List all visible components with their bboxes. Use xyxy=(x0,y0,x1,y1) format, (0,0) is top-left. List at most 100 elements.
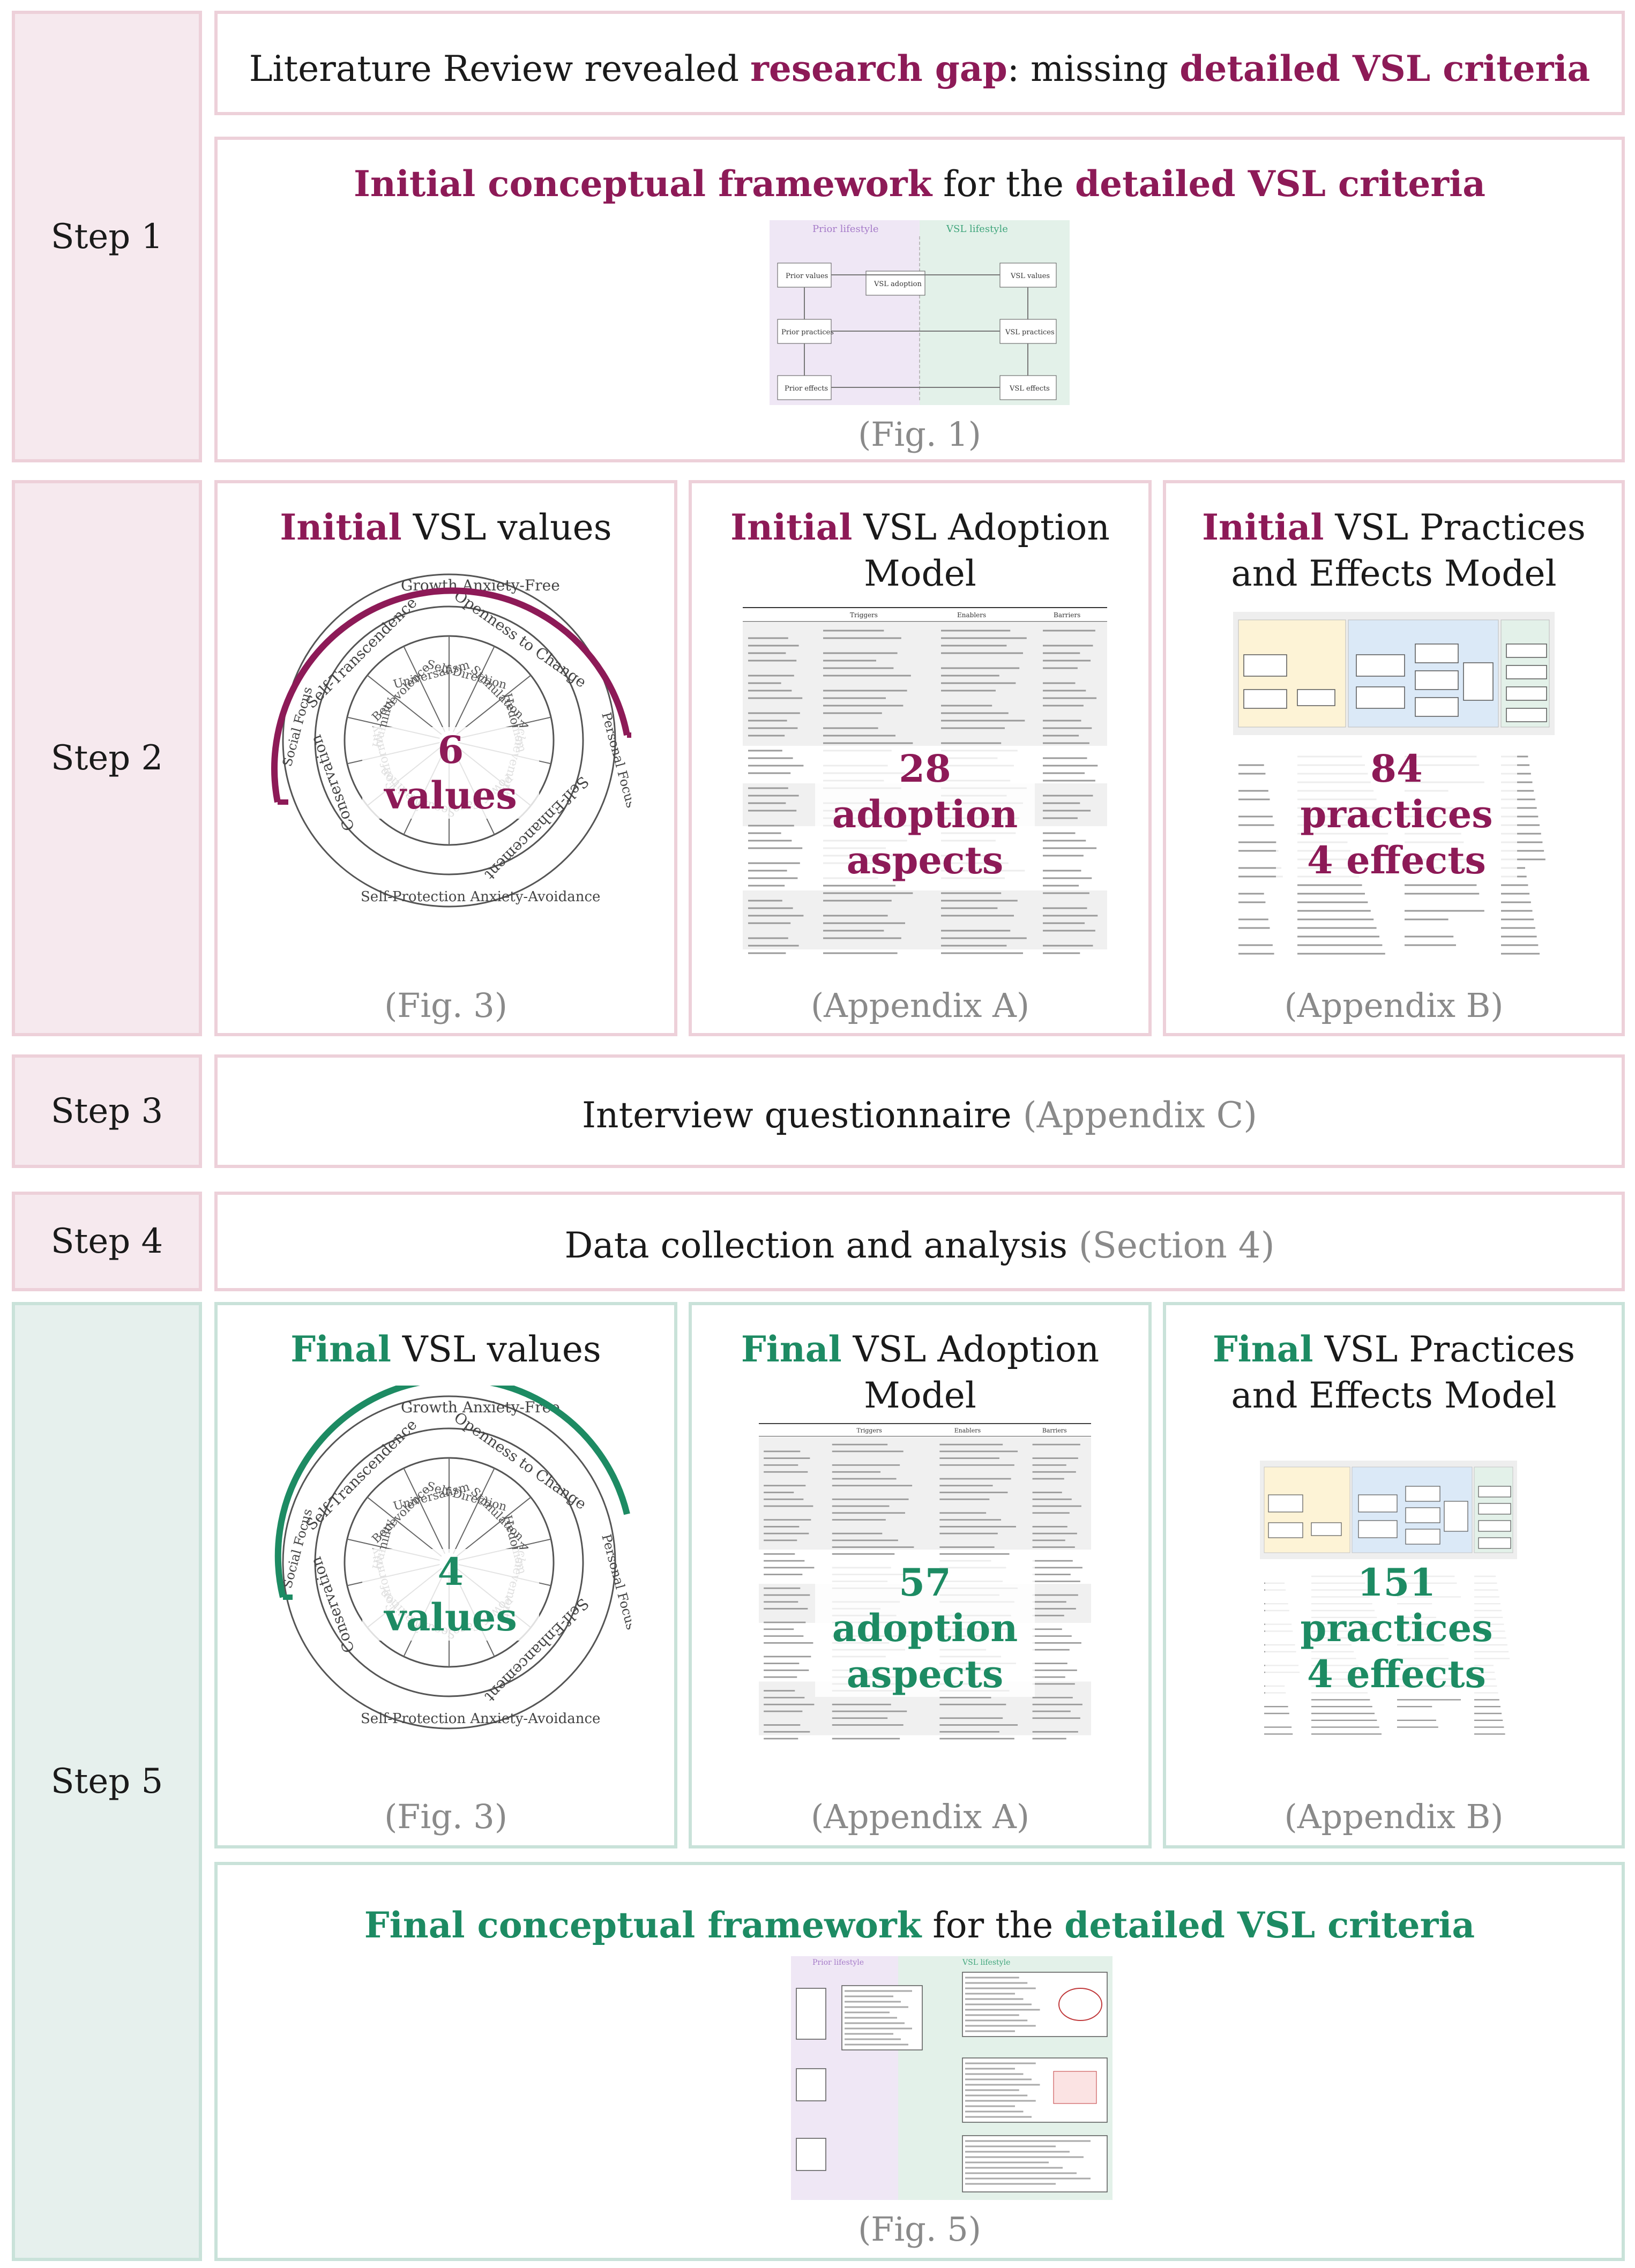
vsl-practices-box xyxy=(999,319,1057,344)
final-adoption-suffix: VSL Adoption xyxy=(841,1329,1100,1370)
vsl-values-text: VSL values xyxy=(1010,272,1050,280)
step-5-text: Step 5 xyxy=(50,1762,163,1801)
initial-adoption-model-word: Model xyxy=(864,552,976,594)
initial-adoption-ref: (Appendix A) xyxy=(810,986,1030,1025)
table-header-enablers: Enablers xyxy=(954,1427,981,1434)
initial-highlight-arc xyxy=(271,587,630,803)
step-2-text: Step 2 xyxy=(50,738,163,778)
final-practices-suffix: VSL Practices xyxy=(1313,1329,1576,1370)
prior-values-text: Prior values xyxy=(786,272,828,280)
initial-adoption-count: 28 adoption aspects xyxy=(815,746,1035,884)
initial-adoption-suffix: VSL Adoption xyxy=(852,507,1110,548)
final-framework-box: Final conceptual framework for the detai… xyxy=(214,1862,1625,2261)
final-values-box: Final VSL values Growth Anxiety-Free Sel… xyxy=(214,1302,677,1848)
initial-practices-count-line1: 84 practices xyxy=(1300,746,1493,837)
initial-framework-box: Initial conceptual framework for the det… xyxy=(214,137,1625,462)
framework-vsl-criteria: detailed VSL criteria xyxy=(1074,163,1485,205)
figure-5-caption: (Fig. 5) xyxy=(858,2210,981,2249)
final-practices-title: Final VSL Practices and Effects Model xyxy=(1166,1327,1622,1419)
prior-effects-text: Prior effects xyxy=(785,385,828,393)
vsl-lifestyle-header: VSL lifestyle xyxy=(962,1958,1010,1967)
final-adoption-label: Final xyxy=(741,1328,842,1370)
framework-initial-label: Initial conceptual framework xyxy=(354,163,932,205)
final-adoption-count: 57 adoption aspects xyxy=(815,1560,1035,1697)
framework-for: for the xyxy=(932,163,1075,205)
table-header-barriers: Barriers xyxy=(1042,1427,1067,1434)
final-highlight-arc xyxy=(274,1386,630,1598)
final-framework-for: for the xyxy=(921,1905,1065,1946)
questionnaire-text: Interview questionnaire (Appendix C) xyxy=(218,1092,1622,1139)
final-adoption-ref: (Appendix A) xyxy=(810,1797,1030,1836)
initial-values-box: Initial VSL values Growth Anxiety-Free S… xyxy=(214,480,677,1036)
initial-values-fig-ref: (Fig. 3) xyxy=(384,986,507,1025)
figure-1-thumbnail: Prior lifestyle VSL lifestyle Prior valu… xyxy=(770,220,1070,405)
final-adoption-count-line2: aspects xyxy=(846,1651,1004,1696)
initial-values-count: 6 values xyxy=(362,727,539,819)
step-4-text: Step 4 xyxy=(50,1222,163,1261)
step-3-text: Step 3 xyxy=(50,1091,163,1131)
data-collection-label: Data collection and analysis xyxy=(564,1225,1079,1266)
initial-values-label: Initial xyxy=(280,506,402,548)
lit-part-a: Literature Review revealed xyxy=(249,48,751,89)
final-framework-title: Final conceptual framework for the detai… xyxy=(218,1903,1622,1949)
middle-ring xyxy=(314,605,584,875)
initial-adoption-title: Initial VSL Adoption Model xyxy=(692,505,1148,597)
vsl-practices-text: VSL practices xyxy=(1005,328,1055,336)
step-3-box: Interview questionnaire (Appendix C) xyxy=(214,1054,1625,1168)
table-band-1 xyxy=(743,623,1107,746)
vsl-adoption-text: VSL adoption xyxy=(874,280,922,288)
prior-lifestyle-header: Prior lifestyle xyxy=(812,1958,864,1967)
step-3-label: Step 3 xyxy=(12,1054,202,1168)
questionnaire-label: Interview questionnaire xyxy=(581,1095,1023,1136)
final-practices-count-line1: 151 practices xyxy=(1300,1560,1493,1651)
final-adoption-box: Final VSL Adoption Model Triggers Enable… xyxy=(689,1302,1152,1848)
initial-practices-count-line2: 4 effects xyxy=(1307,837,1486,882)
figure-5-thumbnail: Prior lifestyle VSL lifestyle xyxy=(791,1956,1113,2200)
final-framework-label: Final conceptual framework xyxy=(364,1904,922,1946)
initial-practices-label: Initial xyxy=(1202,506,1324,548)
initial-practices-ref: (Appendix B) xyxy=(1284,986,1504,1025)
initial-practices-title: Initial VSL Practices and Effects Model xyxy=(1166,505,1622,597)
initial-adoption-box: Initial VSL Adoption Model Triggers Enab… xyxy=(689,480,1152,1036)
final-appendix-a-thumbnail: Triggers Enablers Barriers xyxy=(759,1423,1091,1745)
initial-values-suffix: VSL values xyxy=(401,507,612,548)
lit-part-c: : missing xyxy=(1007,48,1180,89)
initial-adoption-count-line2: aspects xyxy=(846,837,1004,882)
table-band-3 xyxy=(743,890,1107,949)
final-practices-count-line2: 4 effects xyxy=(1307,1651,1486,1696)
vsl-effects-text: VSL effects xyxy=(1009,385,1050,393)
final-practices-effects-word: and Effects Model xyxy=(1231,1374,1557,1416)
outer-bottom-label: Self-Protection Anxiety-Avoidance xyxy=(361,889,600,905)
final-practices-label: Final xyxy=(1212,1328,1313,1370)
outer-top-label: Growth Anxiety-Free xyxy=(401,1398,560,1416)
data-collection-text: Data collection and analysis (Section 4) xyxy=(218,1223,1622,1269)
final-adoption-count-line1: 57 adoption xyxy=(832,1560,1018,1651)
final-adoption-model-word: Model xyxy=(864,1374,976,1416)
step-1-label: Step 1 xyxy=(12,11,202,462)
lit-research-gap: research gap xyxy=(750,48,1007,89)
initial-practices-suffix: VSL Practices xyxy=(1324,507,1586,548)
table-header-triggers: Triggers xyxy=(850,611,878,619)
outer-bottom-label: Self-Protection Anxiety-Avoidance xyxy=(361,1711,600,1727)
vsl-values-box xyxy=(999,263,1057,288)
step-4-label: Step 4 xyxy=(12,1192,202,1291)
literature-review-text: Literature Review revealed research gap:… xyxy=(218,46,1622,92)
table-header-barriers: Barriers xyxy=(1054,611,1080,619)
vsl-lifestyle-area xyxy=(920,220,1070,405)
step-1-text: Step 1 xyxy=(50,216,163,257)
final-values-count: 4 values xyxy=(362,1549,539,1641)
final-practices-ref: (Appendix B) xyxy=(1284,1797,1504,1836)
initial-practices-count: 84 practices 4 effects xyxy=(1276,746,1517,884)
final-practices-count: 151 practices 4 effects xyxy=(1265,1560,1528,1697)
final-values-fig-ref: (Fig. 3) xyxy=(384,1797,507,1836)
final-values-title: Final VSL values xyxy=(218,1327,674,1373)
data-collection-ref: (Section 4) xyxy=(1078,1225,1275,1266)
questionnaire-ref: (Appendix C) xyxy=(1022,1095,1258,1136)
initial-values-title: Initial VSL values xyxy=(218,505,674,551)
middle-ring xyxy=(314,1427,584,1697)
final-practices-box: Final VSL Practices and Effects Model 15… xyxy=(1163,1302,1625,1848)
initial-practices-effects-word: and Effects Model xyxy=(1231,552,1557,594)
table-header-enablers: Enablers xyxy=(957,611,986,619)
prior-lifestyle-header: Prior lifestyle xyxy=(812,223,879,235)
step-5-label: Step 5 xyxy=(12,1302,202,2261)
